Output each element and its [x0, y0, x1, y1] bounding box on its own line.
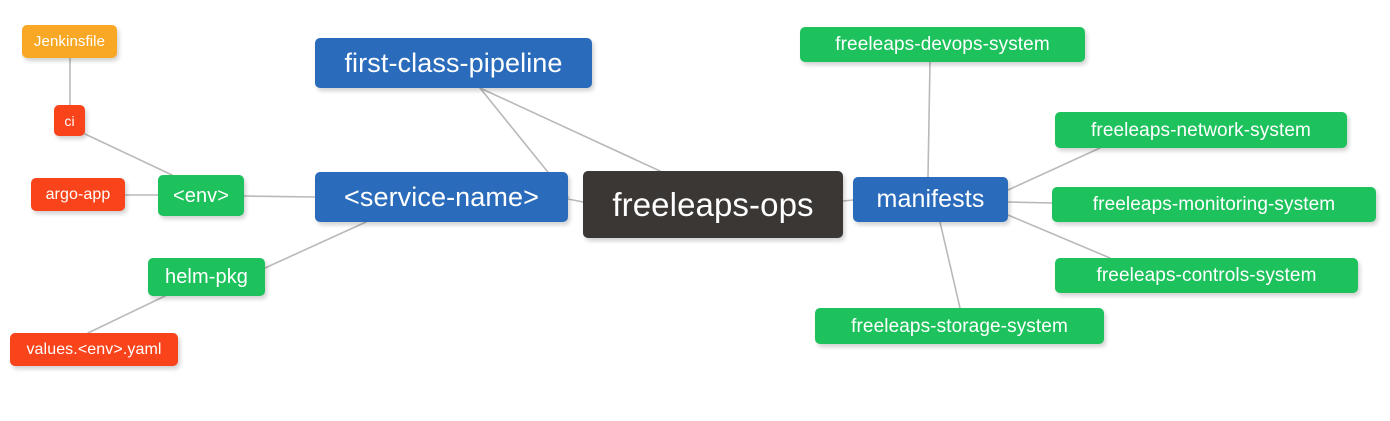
node-label-freeleaps-devops-system: freeleaps-devops-system [835, 34, 1050, 55]
node-label-service-name: <service-name> [344, 181, 539, 212]
node-label-freeleaps-controls-system: freeleaps-controls-system [1096, 265, 1317, 286]
node-label-manifests: manifests [876, 185, 985, 213]
edge-manifests-to-freeleaps-network-system [1007, 147, 1101, 191]
edge-freeleaps-ops-to-manifests [842, 199, 854, 202]
node-label-jenkinsfile: Jenkinsfile [33, 33, 106, 50]
node-first-class-pipeline[interactable]: first-class-pipeline [315, 38, 592, 88]
edge-first-class-pipeline-to-freeleaps-ops [479, 87, 661, 172]
node-freeleaps-storage-system[interactable]: freeleaps-storage-system [815, 308, 1104, 344]
node-freeleaps-monitoring-system[interactable]: freeleaps-monitoring-system [1052, 187, 1376, 222]
node-label-freeleaps-monitoring-system: freeleaps-monitoring-system [1092, 194, 1336, 215]
node-label-argo-app: argo-app [45, 185, 111, 203]
node-label-freeleaps-network-system: freeleaps-network-system [1091, 119, 1311, 141]
node-label-values-env-yaml: values.<env>.yaml [26, 340, 162, 358]
edge-manifests-to-freeleaps-devops-system [927, 61, 931, 178]
node-label-freeleaps-storage-system: freeleaps-storage-system [851, 315, 1068, 337]
edge-ci-to-env [84, 133, 173, 176]
edge-env-to-service-name [243, 195, 316, 198]
node-env[interactable]: <env> [158, 175, 244, 216]
node-label-ci: ci [64, 112, 75, 129]
node-freeleaps-ops[interactable]: freeleaps-ops [583, 171, 843, 238]
edge-helm-pkg-to-values-env-yaml [87, 295, 166, 334]
node-service-name[interactable]: <service-name> [315, 172, 568, 222]
node-freeleaps-network-system[interactable]: freeleaps-network-system [1055, 112, 1347, 148]
node-jenkinsfile[interactable]: Jenkinsfile [22, 25, 117, 58]
node-ci[interactable]: ci [54, 105, 85, 136]
node-label-env: <env> [172, 184, 230, 207]
node-label-helm-pkg: helm-pkg [164, 266, 249, 288]
edge-manifests-to-freeleaps-monitoring-system [1007, 201, 1053, 204]
node-label-freeleaps-ops: freeleaps-ops [612, 186, 814, 223]
node-argo-app[interactable]: argo-app [31, 178, 125, 211]
edge-service-name-to-freeleaps-ops [567, 198, 584, 203]
node-freeleaps-devops-system[interactable]: freeleaps-devops-system [800, 27, 1085, 62]
edge-service-name-to-helm-pkg [264, 221, 367, 269]
node-label-first-class-pipeline: first-class-pipeline [344, 47, 563, 78]
node-values-env-yaml[interactable]: values.<env>.yaml [10, 333, 178, 366]
node-helm-pkg[interactable]: helm-pkg [148, 258, 265, 296]
node-freeleaps-controls-system[interactable]: freeleaps-controls-system [1055, 258, 1358, 293]
edge-manifests-to-freeleaps-storage-system [939, 221, 961, 309]
node-manifests[interactable]: manifests [853, 177, 1008, 222]
